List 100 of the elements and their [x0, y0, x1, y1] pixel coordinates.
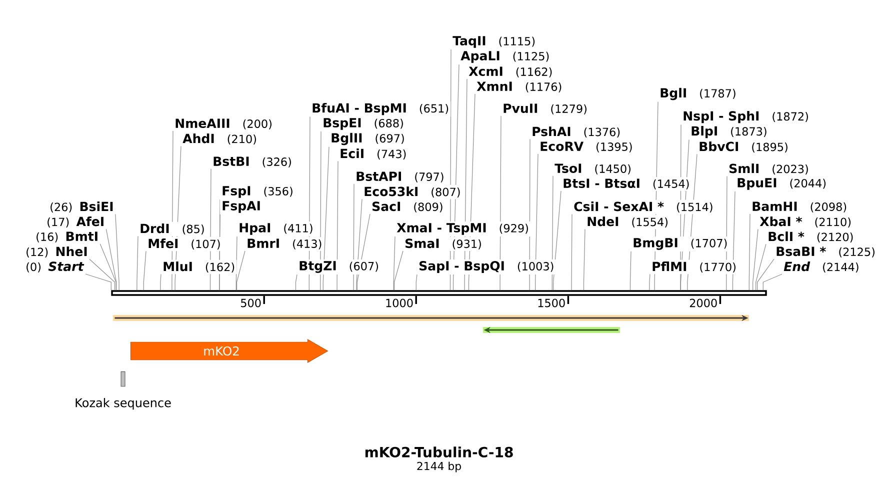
- leader-line: [687, 154, 698, 290]
- leader-line: [308, 116, 310, 290]
- site-label: End (2144): [784, 262, 858, 272]
- site-label: BspEI (688): [324, 118, 403, 130]
- leader-line: [500, 116, 502, 290]
- leader-line: [630, 251, 632, 290]
- scale-label: 500: [241, 298, 261, 308]
- leader-line: [416, 274, 418, 290]
- site-label: BsaBI * (2125): [776, 246, 874, 258]
- site-label: SacI (809): [372, 202, 442, 212]
- site-label: (26) BsiEI: [50, 202, 113, 212]
- site-label: DrdI (85): [140, 224, 204, 235]
- scale-label: 1500: [538, 298, 565, 308]
- site-label: EcoRV (1395): [540, 142, 632, 152]
- leader-line: [210, 168, 212, 290]
- site-label: XcmI (1162): [468, 66, 552, 78]
- site-label: BtgZI (607): [300, 261, 378, 273]
- site-label: CsiI - SexAI * (1514): [574, 202, 712, 212]
- site-label: (0) Start: [26, 262, 84, 272]
- site-label: BmrI (413): [248, 238, 322, 250]
- site-label: BpuEI (2044): [738, 178, 826, 190]
- site-label: SapI - BspQI (1003): [420, 261, 554, 273]
- leader-line: [452, 64, 460, 290]
- leader-line: [160, 274, 162, 290]
- title: mKO2-Tubulin-C-18: [365, 446, 513, 458]
- site-label: (12) NheI: [26, 246, 87, 258]
- site-label: PshAI (1376): [532, 126, 620, 138]
- leader-line: [353, 184, 354, 290]
- scale-label: 1000: [386, 298, 413, 308]
- site-label: BlpI (1873): [692, 126, 766, 138]
- leader-line: [136, 236, 138, 290]
- leader-line: [100, 244, 116, 290]
- leader-line: [394, 250, 404, 290]
- leader-line: [535, 154, 538, 290]
- site-label: BclI * (2120): [768, 232, 853, 242]
- leader-line: [85, 274, 112, 290]
- leader-line: [680, 124, 682, 290]
- leader-line: [552, 176, 554, 290]
- site-label: BglI (1787): [660, 88, 736, 100]
- leader-line: [320, 131, 322, 290]
- site-label: XmnI (1176): [476, 82, 562, 92]
- leader-line: [174, 146, 182, 290]
- site-label: FspAI: [222, 201, 260, 213]
- site-label: PflMI (1770): [652, 262, 736, 272]
- leader-line: [356, 198, 362, 290]
- leader-line: [732, 191, 736, 290]
- leader-line: [89, 258, 116, 290]
- leader-line: [752, 228, 758, 290]
- caption: 2144 bp: [417, 462, 461, 472]
- leader-line: [654, 101, 658, 290]
- site-label: NspI - SphI (1872): [684, 110, 808, 124]
- leader-line: [757, 258, 774, 290]
- leader-line: [143, 250, 146, 290]
- site-label: TaqII (1115): [452, 36, 535, 48]
- site-label: BtsI - BtsαI (1454): [564, 178, 689, 190]
- site-label: XbaI * (2110): [760, 216, 851, 228]
- site-label: BbvCI (1895): [700, 142, 788, 152]
- leader-line: [450, 49, 452, 290]
- site-label: FspI (356): [222, 186, 292, 198]
- scale-label: 2000: [690, 298, 717, 308]
- leader-line: [649, 274, 650, 290]
- site-label: XmaI - TspMI (929): [396, 223, 528, 235]
- leader-line: [219, 214, 220, 290]
- leader-line: [356, 214, 370, 290]
- leader-line: [571, 214, 572, 290]
- site-label: BfuAI - BspMI (651): [312, 102, 448, 116]
- leader-line: [553, 190, 562, 290]
- leader-line: [295, 274, 298, 290]
- site-label: AhdI (210): [182, 134, 256, 144]
- leader-line: [336, 160, 338, 290]
- leader-line: [583, 228, 586, 290]
- leader-line: [236, 236, 238, 290]
- leader-line: [748, 214, 750, 290]
- leader-line: [172, 130, 174, 290]
- leader-line: [322, 146, 330, 290]
- site-label: SmlI (2023): [730, 164, 808, 174]
- site-label: (17) AfeI: [48, 216, 104, 228]
- site-label: MluI (162): [164, 262, 234, 272]
- leader-line: [756, 244, 766, 290]
- site-label: PvuII (1279): [504, 104, 586, 114]
- site-label: HpaI (411): [240, 223, 312, 235]
- leader-line: [393, 236, 396, 290]
- site-label: NdeI (1554): [588, 216, 668, 228]
- site-label: Eco53kI (807): [364, 186, 460, 198]
- site-label: BmgBI (1707): [634, 238, 727, 250]
- leader-line: [468, 94, 476, 290]
- site-label: (16) BmtI: [36, 232, 98, 242]
- leader-line: [236, 250, 246, 290]
- leader-line: [680, 139, 690, 290]
- site-label: EciI (743): [340, 148, 406, 160]
- leader-line: [106, 228, 117, 290]
- site-label: TsoI (1450): [554, 164, 630, 174]
- leader-line: [529, 138, 530, 290]
- site-label: MfeI (107): [148, 238, 220, 250]
- site-label: BamHI (2098): [752, 202, 846, 212]
- site-label: BstAPI (797): [356, 172, 444, 182]
- site-label: BglII (697): [332, 132, 404, 146]
- site-label: NmeAIII (200): [176, 118, 272, 130]
- site-label: ApaLI (1125): [460, 51, 549, 63]
- sequence-bar: [111, 290, 767, 296]
